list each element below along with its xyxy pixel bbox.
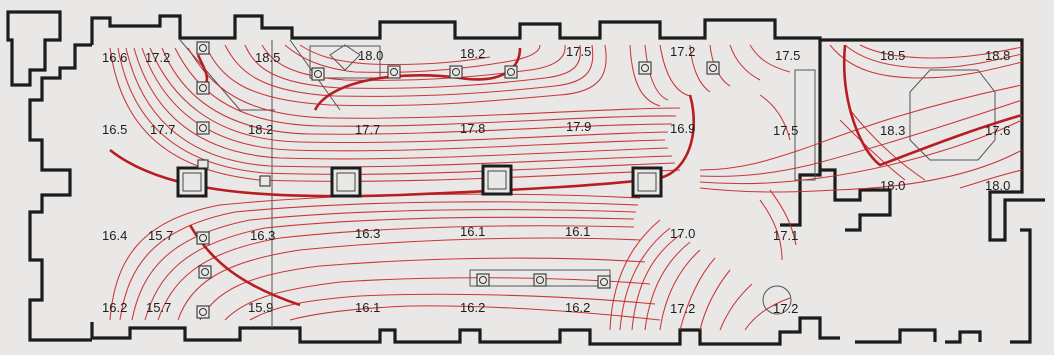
- west-block: [28, 43, 92, 342]
- sensor-marker: [196, 121, 210, 135]
- small-pier: [259, 175, 271, 187]
- sensor-marker: [504, 65, 518, 79]
- octagon-chapel: [909, 69, 996, 161]
- sensor-marker: [198, 265, 212, 279]
- temperature-label: 15.9: [248, 300, 273, 315]
- pier: [481, 164, 513, 196]
- temperature-label: 16.3: [355, 226, 380, 241]
- temperature-label: 17.2: [773, 301, 798, 316]
- sensor-marker: [638, 61, 652, 75]
- lectern: [329, 44, 361, 71]
- temperature-label: 16.6: [102, 50, 127, 65]
- temperature-label: 18.2: [248, 122, 273, 137]
- temperature-label: 17.2: [145, 50, 170, 65]
- temperature-label: 18.8: [985, 48, 1010, 63]
- temperature-label: 17.1: [773, 228, 798, 243]
- east-end: [988, 115, 1045, 242]
- pier: [176, 166, 208, 198]
- south-east-pieces: [855, 228, 1032, 344]
- temperature-label: 18.0: [358, 48, 383, 63]
- temperature-label: 16.2: [460, 300, 485, 315]
- temperature-label: 17.5: [773, 123, 798, 138]
- temperature-label: 16.9: [670, 121, 695, 136]
- temperature-label: 17.5: [775, 48, 800, 63]
- sensor-marker: [196, 305, 210, 319]
- temperature-label: 18.2: [460, 46, 485, 61]
- temperature-label: 18.3: [880, 123, 905, 138]
- temperature-label: 15.7: [146, 300, 171, 315]
- temperature-label: 17.0: [670, 226, 695, 241]
- sensor-marker: [597, 275, 611, 289]
- temperature-label: 17.8: [460, 121, 485, 136]
- north-wall: [90, 14, 1024, 115]
- sensor-marker: [196, 231, 210, 245]
- east-south-wall: [780, 170, 822, 227]
- sensor-marker: [311, 67, 325, 81]
- temperature-label: 16.5: [102, 122, 127, 137]
- pier: [631, 166, 663, 198]
- east-annex: [818, 40, 892, 232]
- building-walls: [6, 10, 1045, 346]
- temperature-label: 16.1: [460, 224, 485, 239]
- temperature-label: 18.5: [880, 48, 905, 63]
- temperature-label: 17.5: [566, 44, 591, 59]
- font-circle: [762, 285, 792, 315]
- sensor-markers: [196, 41, 720, 319]
- sensor-marker: [449, 65, 463, 79]
- temperature-label: 18.5: [255, 50, 280, 65]
- sensor-marker: [476, 273, 490, 287]
- sensor-marker: [387, 65, 401, 79]
- sensor-marker: [196, 41, 210, 55]
- piers: [176, 159, 663, 198]
- small-pier: [197, 159, 209, 169]
- temperature-label: 18.0: [880, 178, 905, 193]
- temperature-label: 17.2: [670, 44, 695, 59]
- sensor-marker: [706, 61, 720, 75]
- temperature-label: 17.6: [985, 123, 1010, 138]
- temperature-label: 17.7: [150, 122, 175, 137]
- choir-box: [309, 45, 381, 79]
- temperature-label: 16.2: [565, 300, 590, 315]
- temperature-label: 17.9: [566, 119, 591, 134]
- sensor-marker: [196, 81, 210, 95]
- sensor-marker: [533, 273, 547, 287]
- temperature-labels: 16.6 17.2 18.5 18.0 18.2 17.5 17.2 17.5 18.5 18.8…: [102, 44, 1010, 316]
- temperature-label: 17.7: [355, 122, 380, 137]
- south-wall: [90, 316, 840, 346]
- temperature-label: 18.0: [985, 178, 1010, 193]
- temperature-label: 16.4: [102, 228, 127, 243]
- temperature-label: 15.7: [148, 228, 173, 243]
- pier: [330, 166, 362, 198]
- temperature-label: 16.2: [102, 300, 127, 315]
- temperature-label: 16.1: [565, 224, 590, 239]
- temperature-label: 16.3: [250, 228, 275, 243]
- temperature-label: 17.2: [670, 301, 695, 316]
- west-inner: [6, 10, 62, 87]
- temperature-label: 16.1: [355, 300, 380, 315]
